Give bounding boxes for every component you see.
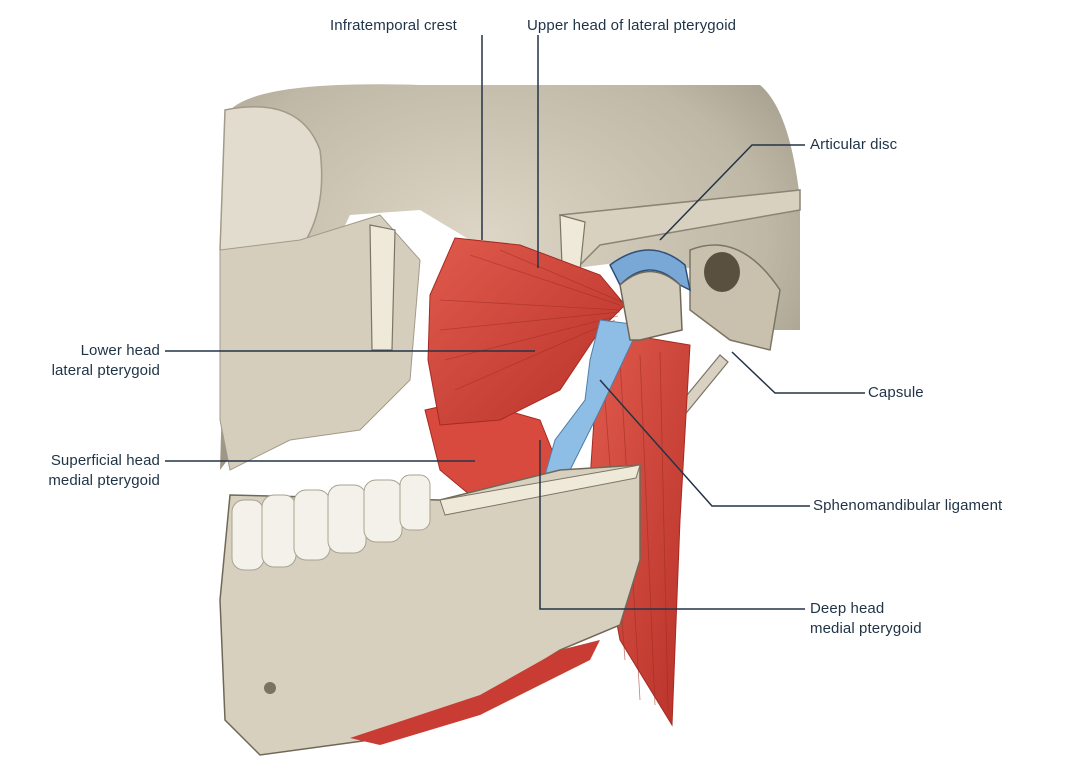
mandibular-condyle — [619, 270, 683, 341]
lateral-fibers — [439, 249, 623, 391]
label-sphenomandibular-ligament: Sphenomandibular ligament — [813, 497, 1003, 514]
lower-muscle-strip — [350, 640, 600, 745]
arch-cut-left — [369, 224, 396, 351]
label-articular-disc: Articular disc — [810, 136, 898, 153]
label-lower-head-lateral-pterygoid: Lower head lateral pterygoid — [51, 342, 160, 379]
mental-foramen — [264, 682, 276, 694]
label-infratemporal-crest: Infratemporal crest — [330, 17, 457, 34]
leader-lines — [165, 35, 865, 610]
skull-face — [219, 214, 421, 471]
label-superficial-head-medial-pterygoid: Superficial head medial pterygoid — [48, 452, 160, 489]
label-upper-head-lateral-pterygoid: Upper head of lateral pterygoid — [527, 17, 737, 34]
label-deep-head-medial-pterygoid: Deep head medial pterygoid — [810, 600, 922, 637]
ear-opening — [704, 252, 740, 292]
label-capsule: Capsule — [868, 384, 924, 401]
lateral-pterygoid — [427, 237, 626, 426]
teeth — [231, 474, 431, 571]
skull-cranium — [220, 84, 800, 471]
articular-disc-shape — [609, 249, 692, 292]
